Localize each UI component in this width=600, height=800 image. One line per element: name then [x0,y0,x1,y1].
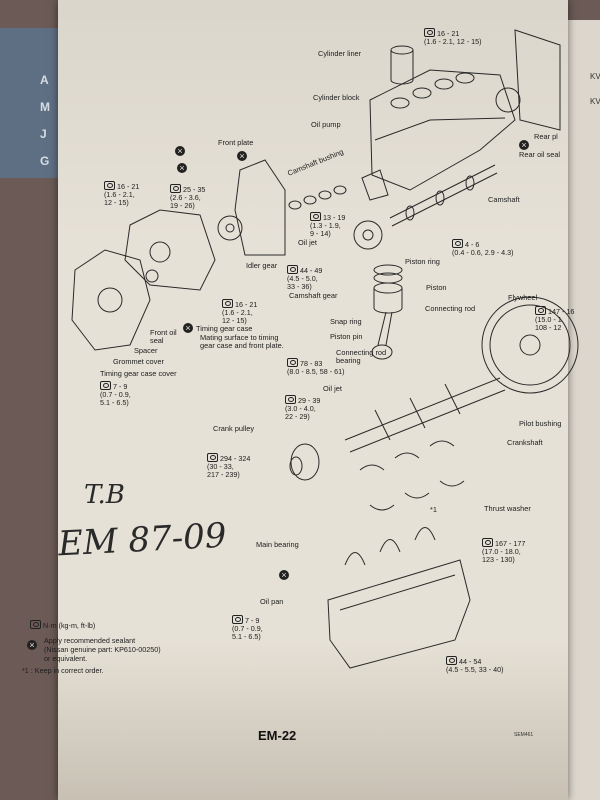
tab-letter: G [40,154,50,168]
label-main-bearing: Main bearing [256,540,299,549]
torque-wrench-icon [100,381,111,390]
sealant-mark-icon: × [279,570,289,580]
torque-wrench-icon [446,656,457,665]
torque-spec: 7 - 9 (0.7 - 0.9, 5.1 - 6.5) [100,381,131,407]
tab-letter: J [40,127,47,141]
torque-wrench-icon [30,620,41,629]
label-cylinder-block: Cylinder block [313,93,360,102]
torque-spec: 16 - 21 (1.6 - 2.1, 12 - 15) [222,299,258,325]
torque-wrench-icon [310,212,321,221]
torque-spec: 7 - 9 (0.7 - 0.9, 5.1 - 6.5) [232,615,263,641]
torque-wrench-icon [424,28,435,37]
page-number: EM-22 [258,728,297,743]
tab-letter: M [40,100,50,114]
label-piston-pin: Piston pin [330,332,363,341]
torque-spec: 16 - 21 (1.6 - 2.1, 12 - 15) [424,28,482,46]
label-rear-plate: Rear pl [534,132,558,141]
left-index-tab: A M J G [0,28,60,178]
torque-spec: 29 - 39 (3.0 - 4.0, 22 - 29) [285,395,321,421]
torque-wrench-icon [170,184,181,193]
torque-spec: 16 - 21 (1.6 - 2.1, 12 - 15) [104,181,140,207]
torque-wrench-icon [482,538,493,547]
sealant-mark-icon: × [519,140,529,150]
label-connecting-rod-bearing: Connecting rod bearing [336,348,387,365]
torque-wrench-icon [452,239,463,248]
sheet-tag: KV [590,72,600,81]
torque-wrench-icon [285,395,296,404]
label-timing-gear-case-cover: Timing gear case cover [100,369,177,378]
torque-wrench-icon [287,265,298,274]
label-crankshaft: Crankshaft [507,438,543,447]
torque-wrench-icon [222,299,233,308]
manual-page [58,0,568,800]
sheet-tag: KV1 [590,97,600,106]
label-crank-pulley: Crank pulley [213,424,255,433]
torque-wrench-icon [207,453,218,462]
label-camshaft-gear: Camshaft gear [289,291,338,300]
label-piston: Piston [426,283,447,292]
label-spacer: Spacer [134,346,158,355]
torque-wrench-icon [232,615,243,624]
legend-star-note: *1 : Keep in correct order. [22,666,104,675]
label-piston-ring: Piston ring [405,257,440,266]
sealant-mark-icon: × [237,151,247,161]
figure-code: SEM461 [514,732,534,738]
label-camshaft: Camshaft [488,195,520,204]
torque-spec: 167 - 177 (17.0 - 18.0, 123 - 130) [482,538,526,564]
legend-torque: N·m (kg-m, ft-lb) [30,620,95,630]
label-front-oil-seal: Front oil seal [150,328,177,345]
tab-letter: A [40,73,49,87]
sealant-mark-icon: × [177,163,187,173]
label-pilot-bushing: Pilot bushing [519,419,562,428]
legend-sealant: Apply recommended sealant (Nissan genuin… [44,636,161,663]
label-idler-gear: Idler gear [246,261,278,270]
label-timing-gear-case: Timing gear case [196,324,253,333]
label-grommet-cover: Grommet cover [113,357,164,366]
label-front-plate: Front plate [218,138,254,147]
sealant-mark-icon: × [175,146,185,156]
torque-wrench-icon [535,306,546,315]
torque-spec: 294 - 324 (30 - 33, 217 - 239) [207,453,251,479]
torque-spec: 147 - 16 (15.0 - 1 108 - 12 [535,306,575,332]
handwritten-note: T.B [84,480,125,510]
label-star-one: *1 [430,505,437,514]
sealant-mark-icon: × [27,640,37,650]
label-mating-surface: Mating surface to timing gear case and f… [200,333,284,350]
label-flywheel: Flywheel [508,293,538,302]
torque-wrench-icon [287,358,298,367]
label-oil-pump: Oil pump [311,120,341,129]
label-oil-jet-mid: Oil jet [323,384,342,393]
torque-wrench-icon [104,181,115,190]
torque-spec: 44 - 49 (4.5 - 5.0, 33 - 36) [287,265,323,291]
torque-spec: 13 - 19 (1.3 - 1.9, 9 - 14) [310,212,346,238]
torque-spec: 4 - 6 (0.4 - 0.6, 2.9 - 4.3) [452,239,514,257]
torque-spec: 78 - 83 (8.0 - 8.5, 58 - 61) [287,358,345,376]
label-rear-oil-seal: Rear oil seal [519,150,561,159]
label-thrust-washer: Thrust washer [484,504,531,513]
label-oil-jet-top: Oil jet [298,238,317,247]
label-oil-pan: Oil pan [260,597,284,606]
sealant-mark-icon: × [183,323,193,333]
torque-spec: 25 - 35 (2.6 - 3.6, 19 - 26) [170,184,206,210]
torque-spec: 44 - 54 (4.5 - 5.5, 33 - 40) [446,656,504,674]
label-connecting-rod: Connecting rod [425,304,476,313]
label-cylinder-liner: Cylinder liner [318,49,362,58]
label-snap-ring: Snap ring [330,317,362,326]
